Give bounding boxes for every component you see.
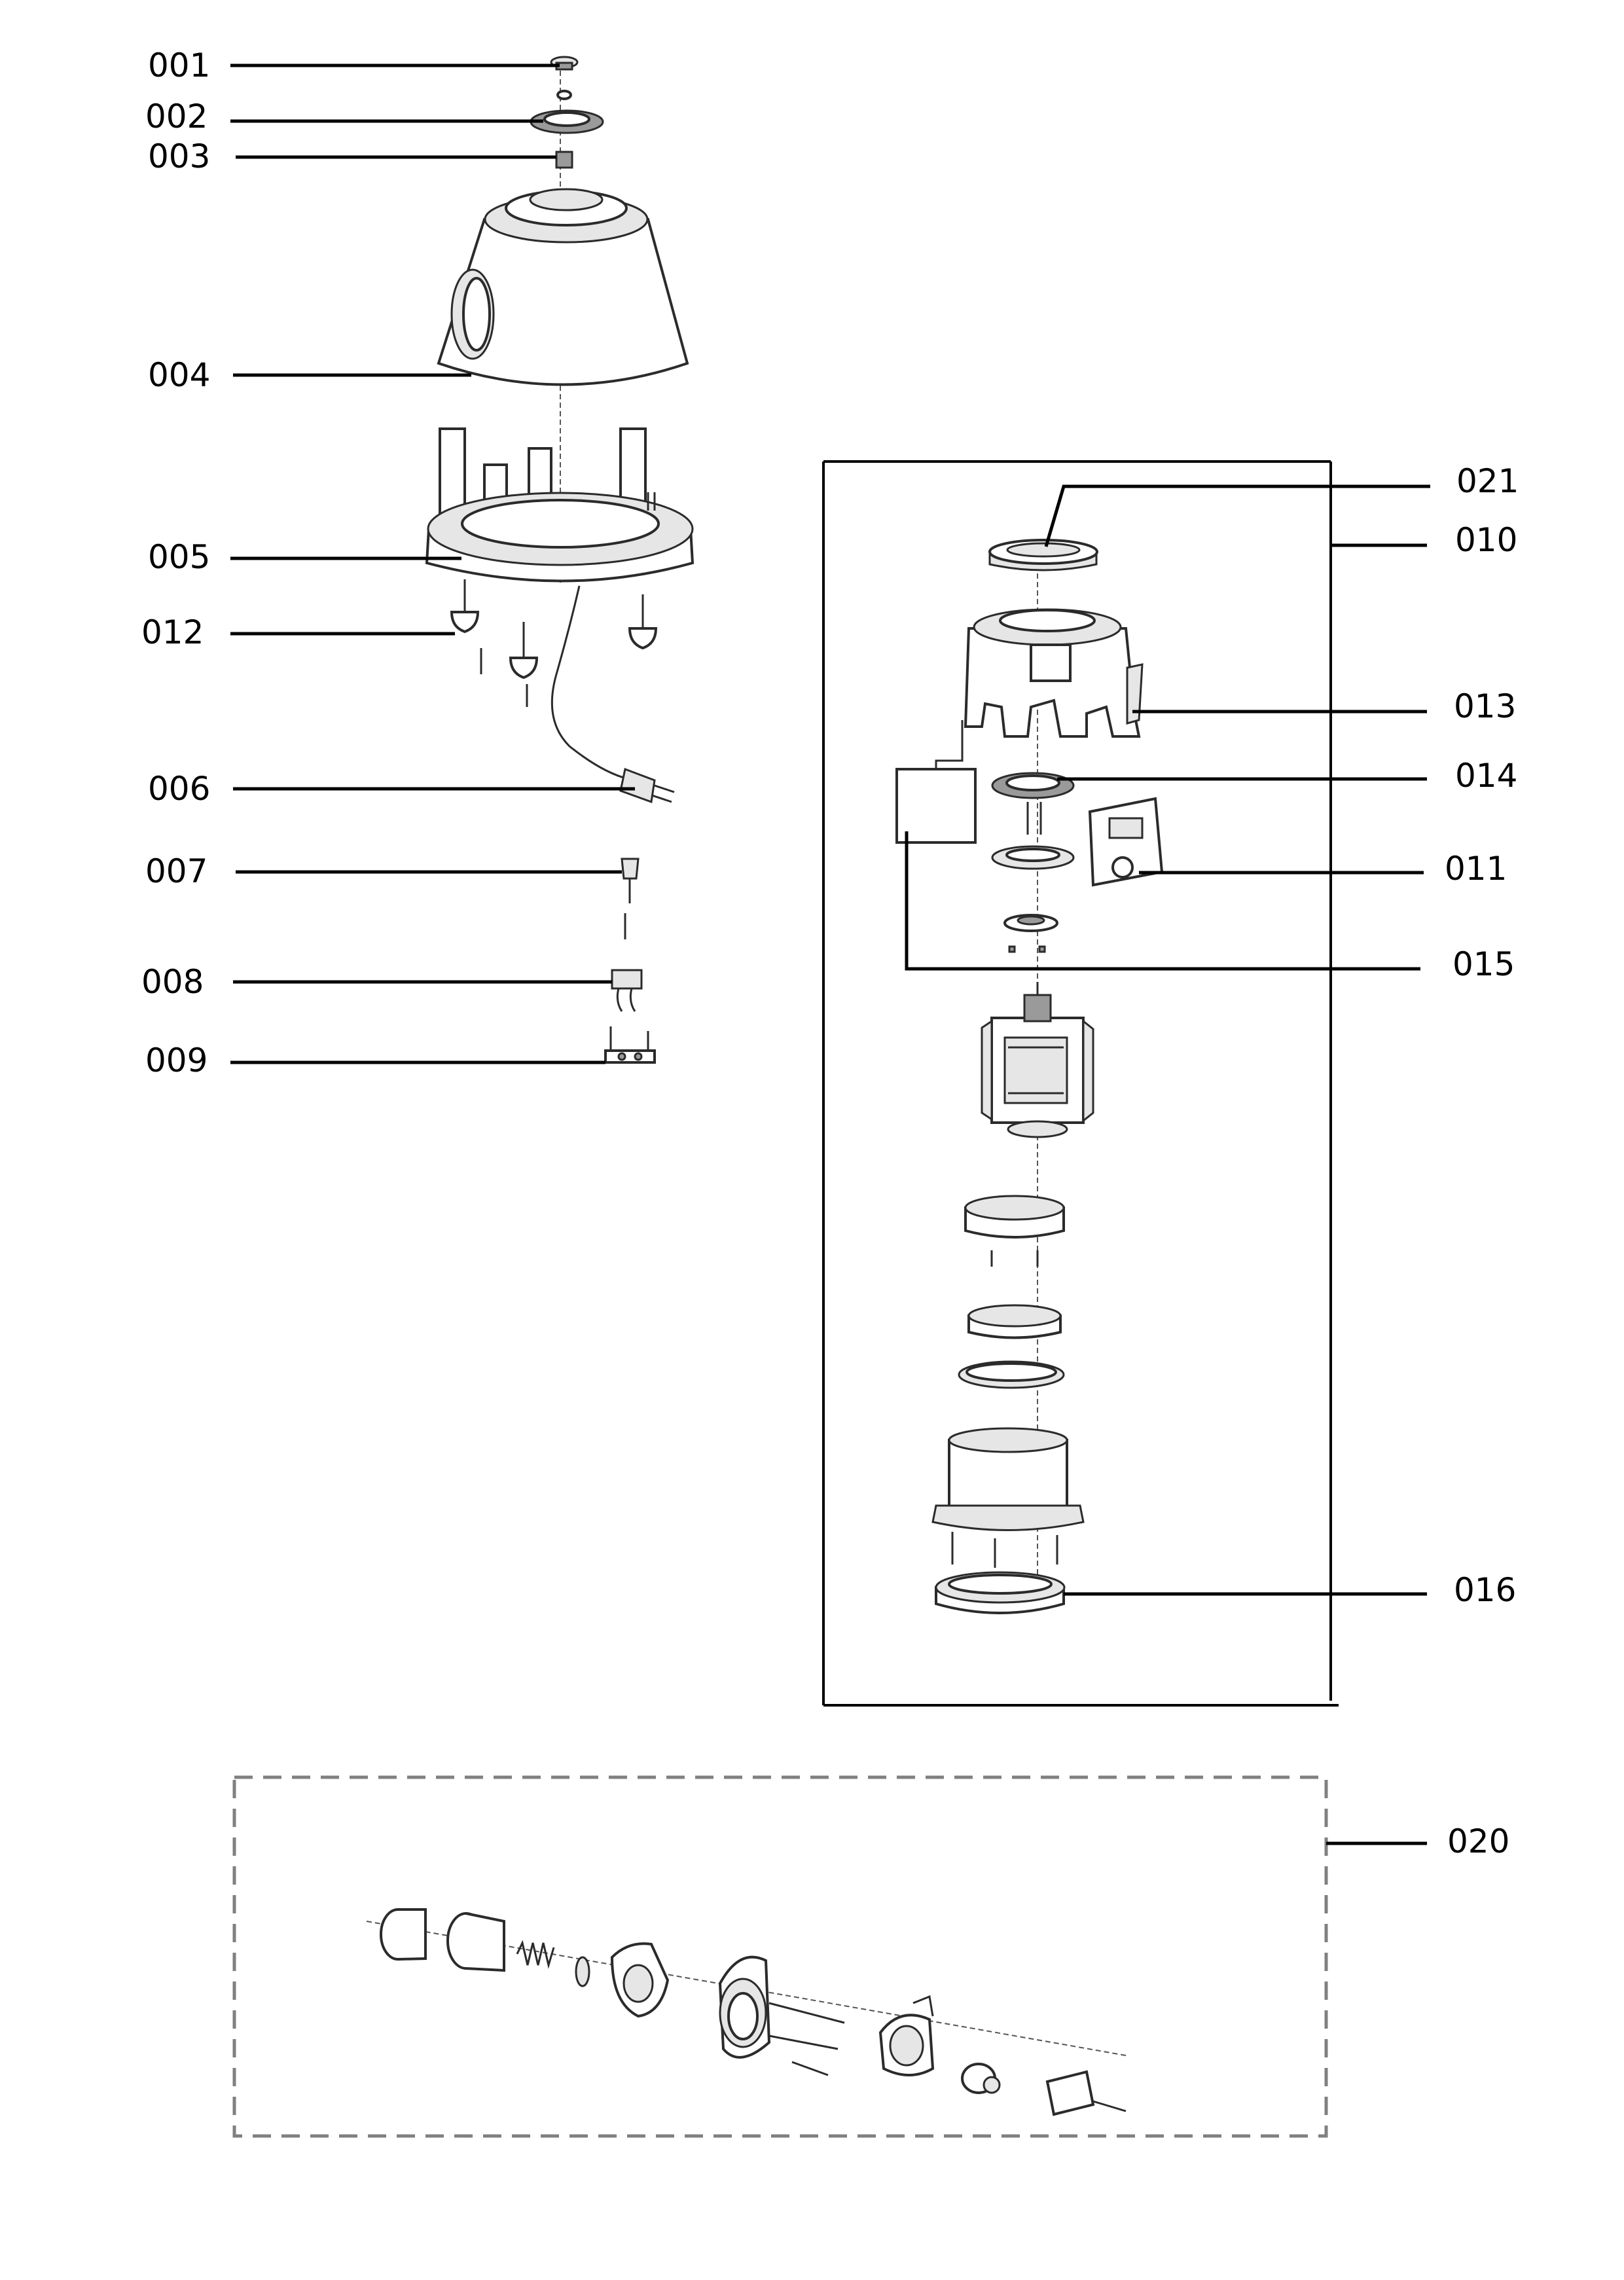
callout-016: 016 — [1454, 1571, 1516, 1609]
part-fan-housing — [964, 1195, 1065, 1267]
part-020-spring — [516, 1940, 555, 1969]
part-fan — [967, 1304, 1062, 1339]
callout-015: 015 — [1453, 945, 1515, 983]
part-lower-cup — [931, 1427, 1085, 1568]
callout-013: 013 — [1454, 687, 1516, 725]
part-003-nut — [555, 151, 573, 169]
callout-011: 011 — [1445, 850, 1507, 888]
part-020-accessory — [366, 1908, 1127, 2116]
callout-007: 007 — [145, 852, 208, 890]
part-007-switch — [621, 858, 640, 939]
part-015-card — [895, 768, 977, 844]
part-006-power-cord — [550, 585, 675, 804]
callout-003: 003 — [148, 137, 210, 175]
accessory-frame — [232, 1775, 1328, 2138]
right-leaders — [905, 484, 1430, 1596]
part-020-washer — [575, 1956, 590, 1987]
callout-005: 005 — [148, 538, 210, 576]
part-020-plate — [718, 1955, 771, 2059]
part-motor — [981, 982, 1094, 1138]
part-020-sleeve — [446, 1912, 505, 1972]
part-020-gear-housing — [878, 1995, 935, 2076]
part-001-knob — [550, 56, 579, 71]
part-support-ring — [991, 845, 1075, 870]
part-016-bottom-ring — [935, 1571, 1066, 1614]
part-015-wire — [935, 720, 964, 769]
part-005-base — [425, 427, 695, 583]
part-004-cover — [437, 188, 689, 386]
callout-labels: 001 002 003 004 005 012 006 007 008 009 … — [141, 46, 1519, 1860]
part-washer — [556, 90, 572, 100]
callout-008: 008 — [141, 963, 204, 1001]
motor-assembly-frame — [822, 460, 1339, 1707]
left-leaders — [230, 63, 635, 1064]
callout-020: 020 — [1447, 1822, 1509, 1860]
part-retaining-ring — [958, 1360, 1065, 1389]
part-020-cap — [380, 1908, 427, 1961]
part-002-ring — [530, 109, 604, 134]
part-020-gear-block — [610, 1942, 670, 2018]
callout-010: 010 — [1455, 521, 1517, 559]
callout-004: 004 — [148, 356, 210, 394]
left-assembly — [425, 56, 695, 1064]
part-bearing — [1003, 914, 1058, 953]
callout-014: 014 — [1455, 757, 1517, 795]
part-008-microswitch — [611, 969, 643, 1012]
callout-009: 009 — [145, 1041, 208, 1079]
motor-assembly — [895, 539, 1164, 1614]
part-012-feet — [450, 579, 658, 707]
part-014-gasket — [991, 772, 1075, 835]
part-020-bracket — [1045, 2070, 1127, 2116]
callout-012: 012 — [141, 613, 204, 651]
callout-006: 006 — [148, 770, 210, 808]
callout-021: 021 — [1456, 462, 1519, 500]
part-009-bracket — [604, 1026, 656, 1064]
callout-002: 002 — [145, 98, 208, 136]
part-013-housing — [964, 608, 1144, 738]
part-020-screws — [768, 2002, 845, 2076]
part-021-seal — [988, 539, 1098, 571]
callout-001: 001 — [148, 46, 210, 84]
part-020-small-gear — [961, 2063, 1001, 2094]
